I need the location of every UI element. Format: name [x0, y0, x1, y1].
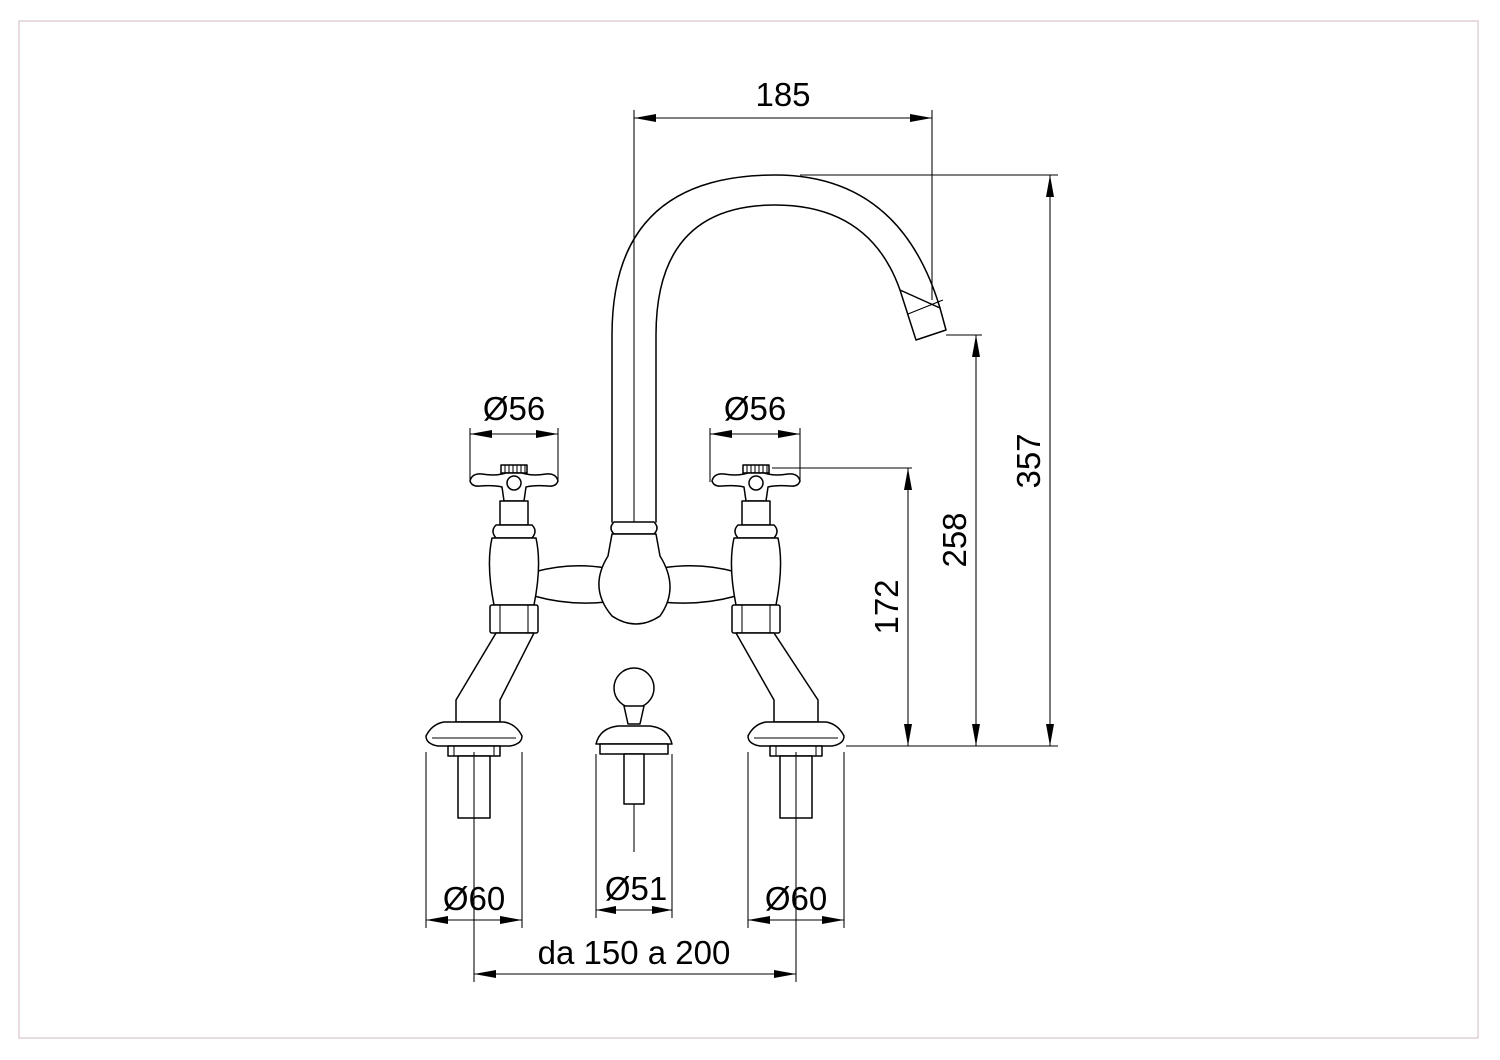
spout-outer-contour [611, 174, 941, 523]
spout-tip [899, 289, 947, 341]
dim-handle-height-label: 172 [868, 579, 905, 634]
left-valve [469, 464, 559, 634]
dim-overall-height: 357 [1010, 175, 1054, 746]
dim-center-distance: da 150 a 200 [473, 752, 797, 982]
dim-handle-diameter-right: Ø56 [709, 390, 801, 482]
popup-waste [595, 667, 673, 852]
dim-handle-diameter-left-label: Ø56 [483, 390, 545, 427]
dim-overall-height-label: 357 [1010, 433, 1047, 488]
dimensions: 185 Ø56 Ø56 172 [425, 76, 1058, 982]
left-leg [455, 632, 535, 723]
dim-spout-reach-label: 185 [755, 76, 810, 113]
right-leg [735, 632, 819, 723]
dim-handle-diameter-left: Ø56 [469, 390, 559, 482]
dim-base-diameter-center: Ø51 [595, 754, 673, 918]
dim-base-diameter-center-label: Ø51 [605, 870, 667, 907]
dim-outlet-height-label: 258 [936, 512, 973, 567]
spout-inner-contour [655, 204, 901, 523]
dim-center-distance-label: da 150 a 200 [538, 934, 731, 971]
page-frame [18, 20, 1479, 1039]
right-valve [711, 464, 801, 634]
dim-handle-height: 172 [868, 468, 912, 746]
spout-collar [610, 521, 658, 535]
dim-handle-diameter-right-label: Ø56 [724, 390, 786, 427]
central-body [598, 533, 671, 625]
dim-spout-reach: 185 [633, 76, 933, 522]
bridge-right-arm [661, 565, 737, 604]
faucet-drawing [425, 174, 947, 852]
dim-outlet-height: 258 [936, 335, 980, 746]
bridge-left-arm [533, 565, 607, 604]
